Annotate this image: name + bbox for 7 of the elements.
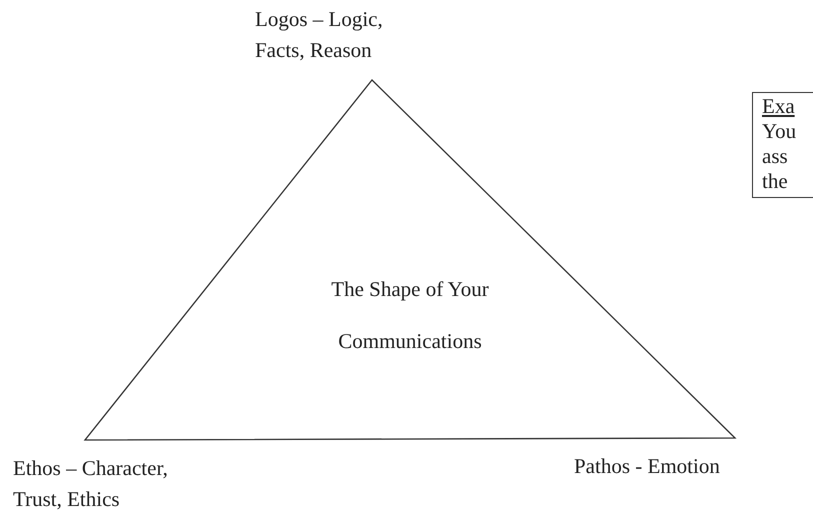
box-heading: Exa	[762, 94, 795, 119]
corner-label: Ethos – Character, Trust, Ethics	[13, 455, 169, 513]
center-label: The Shape of Your Communications	[330, 276, 490, 355]
corner-label: Pathos - Emotion	[574, 453, 721, 480]
corner-label: Logos – Logic, Facts, Reason	[255, 6, 384, 64]
box-text: You ass the	[762, 119, 798, 194]
example-box	[752, 92, 813, 198]
